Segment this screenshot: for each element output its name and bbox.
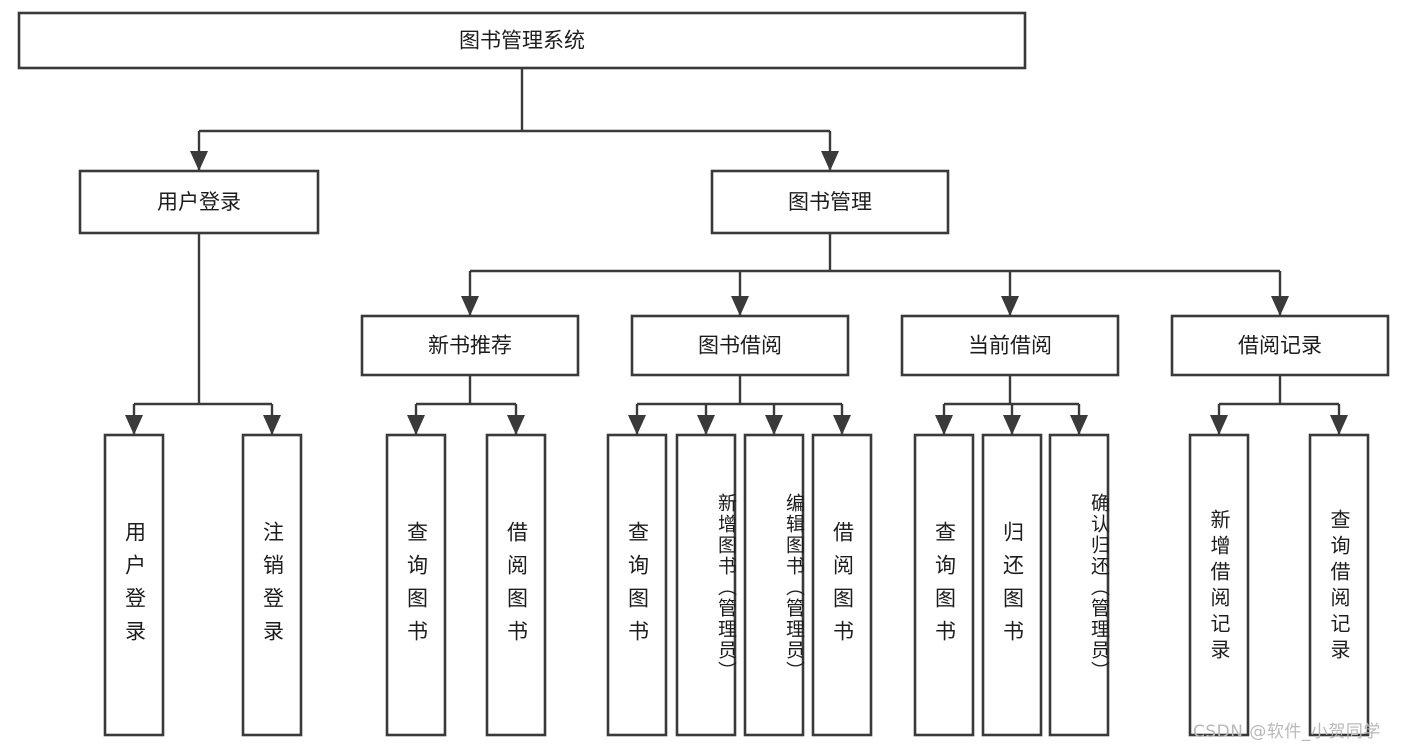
node-box-current-borrow[interactable]: [900, 314, 1120, 377]
arrow-head-icon-leaf-confirm-return: [1070, 415, 1088, 435]
arrow-head-icon-leaf-borrow-book-rec: [507, 415, 525, 435]
arrow-head-icon-leaf-query-book-cur: [935, 415, 953, 435]
node-box-leaf-borrow-book[interactable]: [811, 433, 873, 737]
node-label-root: 图书管理系统: [459, 29, 585, 53]
box-layer: [17, 11, 1390, 737]
arrow-head-icon-leaf-edit-book: [765, 415, 783, 435]
node-box-book-borrow[interactable]: [630, 314, 850, 377]
arrow-head-icon-book-manage: [821, 151, 839, 171]
node-label-new-book-rec: 新书推荐: [428, 334, 512, 358]
arrow-head-icon-leaf-logout: [263, 415, 281, 435]
node-label-user-login: 用户登录: [157, 190, 241, 214]
node-box-book-manage[interactable]: [710, 169, 950, 235]
arrow-head-icon-book-borrow: [731, 296, 749, 316]
node-box-leaf-query-book-cur[interactable]: [913, 433, 975, 737]
node-box-root[interactable]: [17, 11, 1027, 70]
arrow-head-icon-current-borrow: [1001, 296, 1019, 316]
node-box-leaf-confirm-return[interactable]: [1048, 433, 1110, 737]
node-box-leaf-borrow-book-rec[interactable]: [485, 433, 547, 737]
node-box-leaf-query-book-borrow[interactable]: [606, 433, 668, 737]
arrow-head-icon-leaf-query-record: [1330, 415, 1348, 435]
node-box-leaf-edit-book[interactable]: [743, 433, 805, 737]
arrow-head-icon-leaf-query-book-borrow: [628, 415, 646, 435]
node-label-book-manage: 图书管理: [788, 190, 872, 214]
node-box-user-login[interactable]: [78, 169, 320, 235]
node-box-leaf-add-book[interactable]: [675, 433, 737, 737]
arrow-head-icon-leaf-user-login: [125, 415, 143, 435]
node-box-leaf-user-login[interactable]: [103, 433, 165, 737]
node-box-leaf-return-book[interactable]: [981, 433, 1043, 737]
arrow-head-icon-leaf-query-book-rec: [407, 415, 425, 435]
node-box-leaf-query-record[interactable]: [1308, 433, 1370, 737]
arrow-head-icon-new-book-rec: [461, 296, 479, 316]
node-box-borrow-record[interactable]: [1170, 314, 1390, 377]
arrow-head-icon-leaf-add-record: [1210, 415, 1228, 435]
connector-layer: [125, 68, 1348, 435]
node-box-leaf-logout[interactable]: [241, 433, 303, 737]
csdn-watermark: CSDN @软件_小贺同学: [1193, 722, 1381, 742]
node-label-current-borrow: 当前借阅: [968, 334, 1052, 358]
node-box-leaf-add-record[interactable]: [1188, 433, 1250, 737]
node-box-leaf-query-book-rec[interactable]: [385, 433, 447, 737]
arrow-head-icon-user-login: [190, 151, 208, 171]
arrow-head-icon-leaf-borrow-book: [833, 415, 851, 435]
node-label-borrow-record: 借阅记录: [1238, 334, 1322, 358]
node-box-new-book-rec[interactable]: [360, 314, 580, 377]
arrow-head-icon-leaf-add-book: [697, 415, 715, 435]
arrow-head-icon-borrow-record: [1271, 296, 1289, 316]
arrow-head-icon-leaf-return-book: [1003, 415, 1021, 435]
node-label-book-borrow: 图书借阅: [698, 334, 782, 358]
